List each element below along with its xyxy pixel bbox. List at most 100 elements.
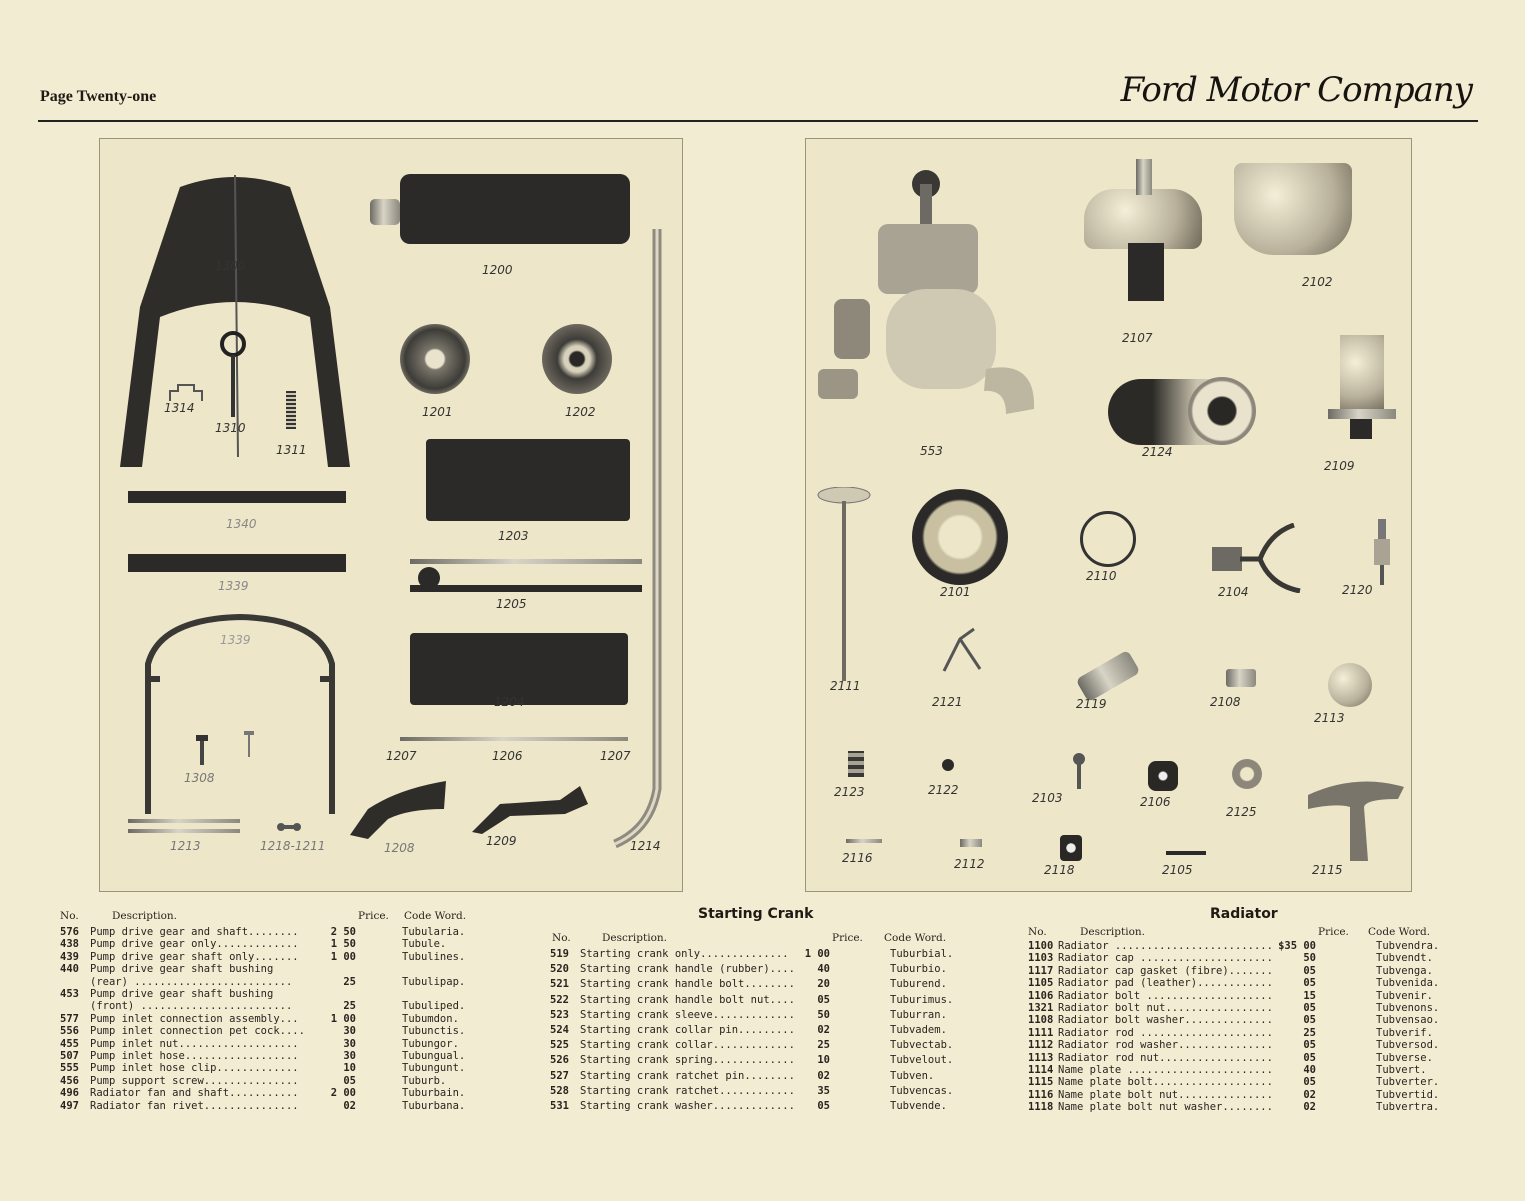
cell-price: 10: [817, 1054, 830, 1067]
cell-no: 523: [550, 1008, 569, 1021]
part-2102-cup: [1234, 163, 1352, 255]
cell-code: Tuburimus.: [890, 993, 954, 1006]
cell-no: 440: [60, 963, 79, 976]
part-label: 2109: [1324, 459, 1355, 473]
cell-no: 1111: [1028, 1026, 1054, 1039]
part-label: 2107: [1122, 331, 1153, 345]
cell-no: 1108: [1028, 1014, 1054, 1027]
part-2109-tube: [1340, 335, 1384, 413]
cell-no: 438: [60, 938, 79, 951]
part-2115-wingnut: [1308, 781, 1404, 861]
col-header-code: Code Word.: [404, 910, 467, 922]
cell-price: 1 00: [330, 1012, 356, 1025]
cell-code: Tubungual.: [402, 1050, 466, 1062]
cell-code: Tubversod.: [1376, 1039, 1440, 1052]
part-2107-post: [1136, 159, 1152, 195]
part-label: 2119: [1076, 697, 1107, 711]
part-label: 1339: [218, 579, 249, 593]
cell-no: 1114: [1028, 1064, 1054, 1076]
part-2103-screw: [1073, 753, 1085, 789]
cell-price: 05: [343, 1074, 356, 1087]
part-label: 2122: [928, 783, 959, 797]
col-header-description: Description.: [112, 910, 177, 922]
cell-desc: Pump inlet nut...................: [90, 1037, 299, 1050]
part-label: 2105: [1162, 863, 1193, 877]
cell-code: Tubverif.: [1376, 1026, 1433, 1039]
part-label: 1206: [492, 749, 523, 763]
cell-code: Tubvendra.: [1376, 940, 1440, 952]
cell-price: 1 00: [330, 950, 356, 963]
cell-code: Tubvendt.: [1376, 952, 1433, 965]
col-header-code: Code Word.: [884, 932, 947, 944]
part-1202-flange: [542, 324, 612, 394]
cell-code: Tuburb.: [402, 1074, 447, 1087]
page-header: Page Twenty-one Ford Motor Company: [38, 60, 1478, 122]
cell-no: 496: [60, 1087, 79, 1100]
cell-desc: Starting crank collar pin.........: [580, 1024, 795, 1036]
cell-desc: Starting crank sleeve.............: [580, 1008, 795, 1021]
cell-price: 15: [1303, 989, 1316, 1002]
cell-code: Tubularia.: [402, 926, 466, 938]
cell-price: 05: [1303, 964, 1316, 977]
cell-price: 05: [1303, 1051, 1316, 1064]
part-2124-ring: [1188, 377, 1256, 445]
part-2107-stem: [1128, 243, 1164, 301]
part-label: 2103: [1032, 791, 1063, 805]
part-1213-rod-2: [128, 829, 240, 833]
part-2123-nut: [848, 751, 864, 777]
cell-code: Tubverter.: [1376, 1076, 1440, 1089]
cell-no: 1106: [1028, 989, 1054, 1002]
cell-no: 1321: [1028, 1002, 1054, 1014]
radiator-title: Radiator: [1210, 906, 1278, 922]
cell-code: Tuburbana.: [402, 1099, 466, 1112]
cell-desc: Starting crank ratchet............: [580, 1084, 795, 1097]
cell-no: 439: [60, 950, 79, 963]
cell-desc: Radiator bolt nut.................: [1058, 1002, 1273, 1014]
cell-desc: Pump inlet hose..................: [90, 1050, 299, 1062]
part-label: 2110: [1086, 569, 1117, 583]
cell-code: Tubumdon.: [402, 1012, 459, 1025]
part-label: 1218-1211: [260, 839, 326, 853]
cell-code: Tuburbio.: [890, 963, 947, 976]
part-1214-rod: [613, 229, 662, 849]
cell-no: 1116: [1028, 1088, 1054, 1101]
part-1213-rod: [128, 819, 240, 823]
cell-code: Tubulines.: [402, 950, 466, 963]
cell-no: 1115: [1028, 1076, 1054, 1089]
cell-code: Tubulipap.: [402, 975, 466, 988]
cell-desc: Name plate bolt nut...............: [1058, 1088, 1273, 1101]
cell-price: 30: [343, 1025, 356, 1038]
parts-photo-right: 553 2107 2102 2124 2109 2111 2101 2110 2…: [805, 138, 1412, 892]
part-bolt-small: [244, 731, 254, 757]
cell-no: 522: [550, 993, 569, 1006]
cell-price: $35 00: [1278, 940, 1316, 952]
cell-price: 05: [817, 993, 830, 1006]
part-2110-ring: [1080, 511, 1136, 567]
part-label: 1213: [170, 839, 201, 853]
cell-no: 531: [550, 1100, 569, 1112]
cell-desc: Pump drive gear shaft bushing: [90, 988, 274, 1000]
part-1311-spring: [286, 391, 296, 429]
cell-price: 05: [1303, 1014, 1316, 1027]
cell-desc: Starting crank collar.............: [580, 1039, 795, 1052]
cell-desc: (rear) .........................: [90, 975, 293, 988]
page-number: Page Twenty-one: [40, 88, 157, 105]
cell-desc: Radiator rod .....................: [1058, 1026, 1273, 1039]
cell-price: 30: [343, 1050, 356, 1062]
part-2125-hexnut: [1232, 759, 1262, 789]
cell-price: 10: [343, 1062, 356, 1075]
